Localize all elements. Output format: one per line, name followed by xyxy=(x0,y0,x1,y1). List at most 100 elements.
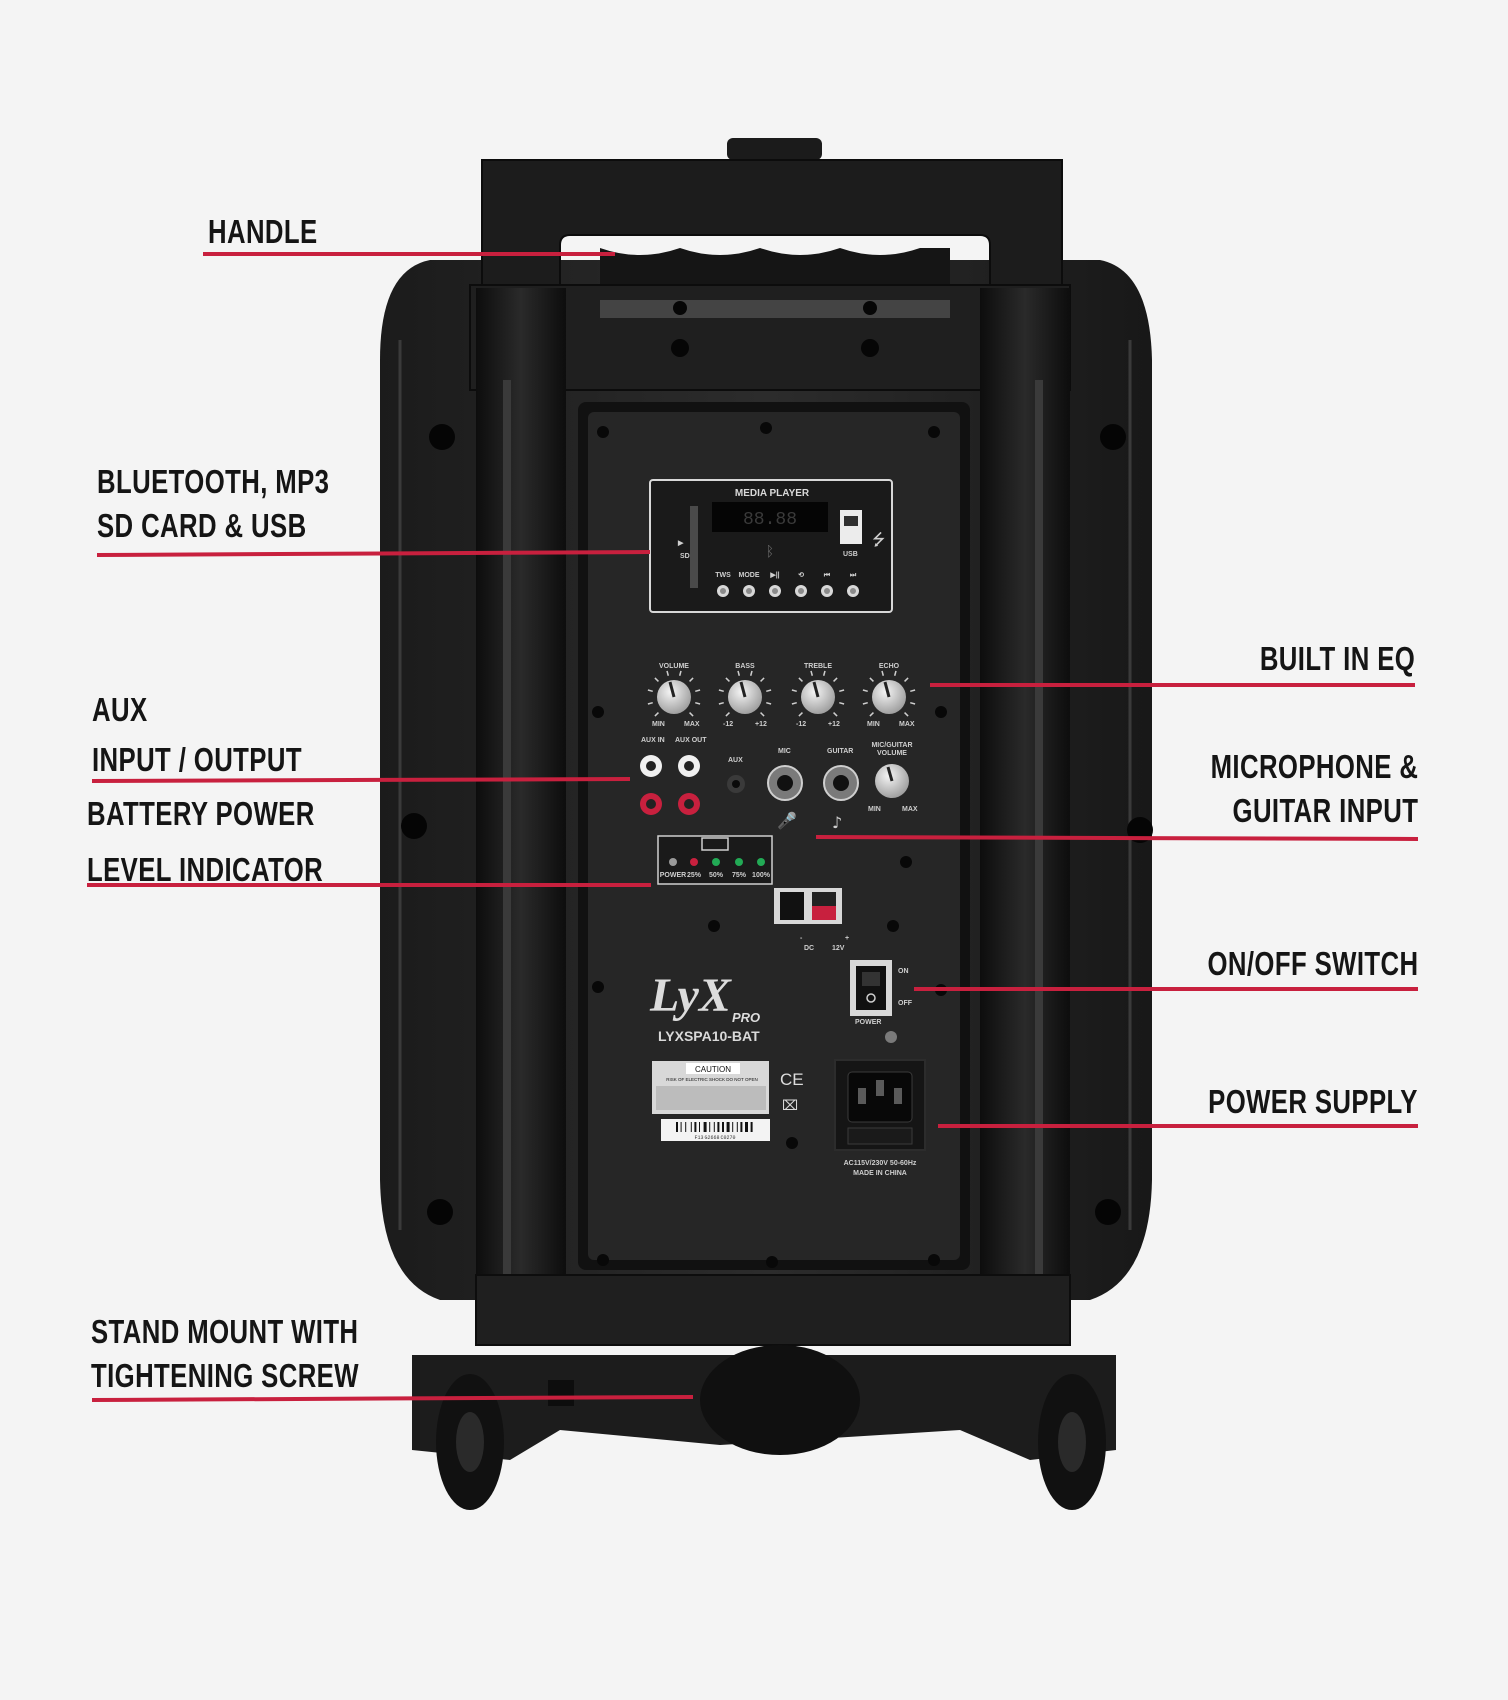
mic-vol-min: MIN xyxy=(868,806,881,813)
wheel-base xyxy=(412,1274,1116,1510)
knob-label: ECHO xyxy=(879,663,900,670)
knob-max: MAX xyxy=(684,721,700,728)
battery-led xyxy=(690,858,698,866)
ac-power-inlet: AC115V/230V 50-60Hz MADE IN CHINA xyxy=(834,1059,926,1177)
dc-label: DC xyxy=(804,945,814,952)
knob-label: BASS xyxy=(735,663,755,670)
made-in: MADE IN CHINA xyxy=(853,1170,907,1177)
brand-sub: PRO xyxy=(732,1010,760,1025)
callout-battery-line1: BATTERY POWER xyxy=(87,795,315,832)
mic-label: MIC xyxy=(778,748,791,755)
switch-off-label: OFF xyxy=(898,1000,913,1007)
callout-power-supply: POWER SUPPLY xyxy=(1208,1080,1418,1124)
callout-bluetooth: BLUETOOTH, MP3 SD CARD & USB xyxy=(97,460,329,548)
usb-label: USB xyxy=(843,551,858,558)
media-button-label: ▶|| xyxy=(769,572,779,579)
battery-led xyxy=(669,858,677,866)
callout-stand-line2: TIGHTENING SCREW xyxy=(91,1357,359,1394)
svg-text:⌧: ⌧ xyxy=(782,1098,798,1114)
battery-level-label: 50% xyxy=(709,872,724,879)
callout-eq: BUILT IN EQ xyxy=(1260,637,1415,681)
media-button-label: TWS xyxy=(715,572,731,579)
callout-handle-text: HANDLE xyxy=(208,213,318,250)
battery-level-label: 75% xyxy=(732,872,747,879)
callout-battery-line2: LEVEL INDICATOR xyxy=(87,851,324,888)
ac-rating: AC115V/230V 50-60Hz xyxy=(844,1160,917,1167)
knob-min: -12 xyxy=(796,721,806,728)
knob-max: +12 xyxy=(755,721,767,728)
callout-switch-text: ON/OFF SWITCH xyxy=(1207,945,1418,982)
callout-mic-line2: GUITAR INPUT xyxy=(1232,792,1418,829)
svg-text:⭍: ⭍ xyxy=(872,530,885,549)
battery-led xyxy=(757,858,765,866)
aux-out-label: AUX OUT xyxy=(675,737,707,744)
brand-block: LyX PRO LYXSPA10-BAT CAUTION RISK OF ELE… xyxy=(649,969,804,1141)
callout-eq-text: BUILT IN EQ xyxy=(1259,640,1415,677)
callout-mic: MICROPHONE & GUITAR INPUT xyxy=(1210,745,1418,833)
handle-illustration xyxy=(469,138,1071,391)
media-button-label: ⟲ xyxy=(798,572,804,579)
callout-aux-line2: INPUT / OUTPUT xyxy=(92,741,302,778)
media-button-label: ⏭ xyxy=(850,572,857,579)
callout-bluetooth-line2: SD CARD & USB xyxy=(97,507,307,544)
dc-minus: - xyxy=(800,935,803,942)
media-button-label: ⏮ xyxy=(824,572,831,579)
mic-guitar-volume-label-1: MIC/GUITAR xyxy=(871,742,912,749)
aux-in-label: AUX IN xyxy=(641,737,665,744)
battery-led xyxy=(712,858,720,866)
caution-label: CAUTION xyxy=(695,1065,731,1074)
rear-panel xyxy=(578,402,970,1270)
brand-logo: LyX xyxy=(649,969,732,1022)
ce-mark: CE xyxy=(780,1070,804,1089)
knob-max: MAX xyxy=(899,721,915,728)
switch-power-label: POWER xyxy=(855,1019,881,1026)
switch-on-label: ON xyxy=(898,968,909,975)
svg-text:88.88: 88.88 xyxy=(743,510,797,530)
barcode-number: F13 G2668 C0270 xyxy=(694,1135,735,1141)
battery-level-label: 25% xyxy=(687,872,702,879)
svg-text:♪: ♪ xyxy=(832,813,842,832)
dc-plus: + xyxy=(845,935,849,942)
caution-sub: RISK OF ELECTRIC SHOCK DO NOT OPEN xyxy=(666,1077,757,1082)
callout-aux-line1: AUX xyxy=(92,691,148,728)
mic-vol-max: MAX xyxy=(902,806,918,813)
callout-line xyxy=(815,835,1419,841)
knob-min: MIN xyxy=(867,721,880,728)
callout-stand-line1: STAND MOUNT WITH xyxy=(91,1313,359,1350)
knob-max: +12 xyxy=(828,721,840,728)
model-number: LYXSPA10-BAT xyxy=(658,1028,760,1044)
callout-handle: HANDLE xyxy=(208,210,318,254)
media-buttons: TWS MODE ▶|| ⟲ ⏮ ⏭ xyxy=(715,572,859,597)
battery-level-label: POWER xyxy=(660,872,686,879)
callout-line xyxy=(91,1395,694,1402)
callout-stand: STAND MOUNT WITH TIGHTENING SCREW xyxy=(91,1310,359,1398)
callout-switch: ON/OFF SWITCH xyxy=(1207,942,1418,986)
power-switch: ON OFF POWER xyxy=(850,960,913,1043)
callout-line xyxy=(91,777,631,783)
mic-guitar-inputs: MIC GUITAR 🎤 ♪ MIC/GUITAR VOLUME MIN MAX xyxy=(767,742,918,832)
svg-text:ᛒ: ᛒ xyxy=(766,544,774,560)
media-button-label: MODE xyxy=(739,572,760,579)
knob-label: TREBLE xyxy=(804,663,832,670)
knob-label: VOLUME xyxy=(659,663,689,670)
knob-min: -12 xyxy=(723,721,733,728)
callout-battery: BATTERY POWER LEVEL INDICATOR xyxy=(87,792,323,892)
sd-label: SD xyxy=(680,553,690,560)
knob-min: MIN xyxy=(652,721,665,728)
guitar-label: GUITAR xyxy=(827,748,853,755)
callout-lines xyxy=(87,252,1419,1402)
eq-knobs: VOLUME MIN MAX BASS -12 +12 TREBLE -12 +12 ECHO MI… xyxy=(647,663,916,728)
svg-text:▶: ▶ xyxy=(677,540,684,547)
callout-mic-line1: MICROPHONE & xyxy=(1210,748,1418,785)
mic-guitar-volume-label-2: VOLUME xyxy=(877,750,907,757)
aux-label: AUX xyxy=(728,757,743,764)
trolley-rails xyxy=(476,288,1070,1288)
dc-voltage: 12V xyxy=(832,945,845,952)
callout-line xyxy=(96,550,651,557)
svg-text:🎤: 🎤 xyxy=(777,811,797,830)
aux-jacks: AUX IN AUX OUT AUX xyxy=(640,737,745,815)
